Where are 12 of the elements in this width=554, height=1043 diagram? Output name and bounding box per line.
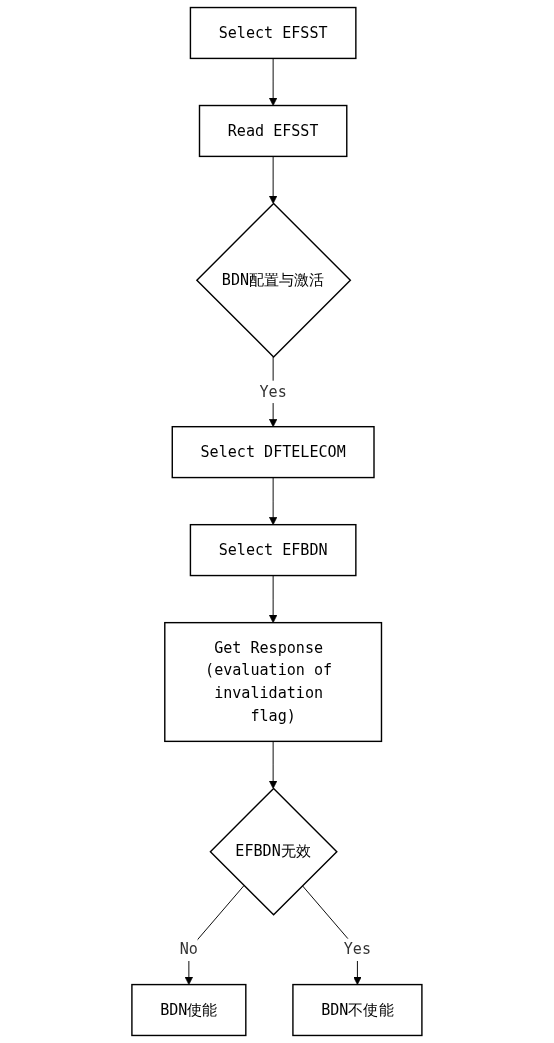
edge-label: Yes [259,382,287,401]
edge-label: No [179,940,199,959]
node-box: Read EFSST [198,104,348,158]
edge-label: Yes [343,940,372,959]
node-diamond: BDN配置与激活 [195,202,352,358]
node-box: Select EFBDN [189,523,357,577]
node-box: Select EFSST [189,6,357,60]
node-box: BDN不使能 [292,983,423,1037]
node-box: Select DFTELECOM [171,426,375,479]
node-box: Get Response (evaluation of invalidation flag) [164,621,383,743]
node-box: BDN使能 [131,983,247,1037]
node-diamond: EFBDN无效 [209,787,338,916]
